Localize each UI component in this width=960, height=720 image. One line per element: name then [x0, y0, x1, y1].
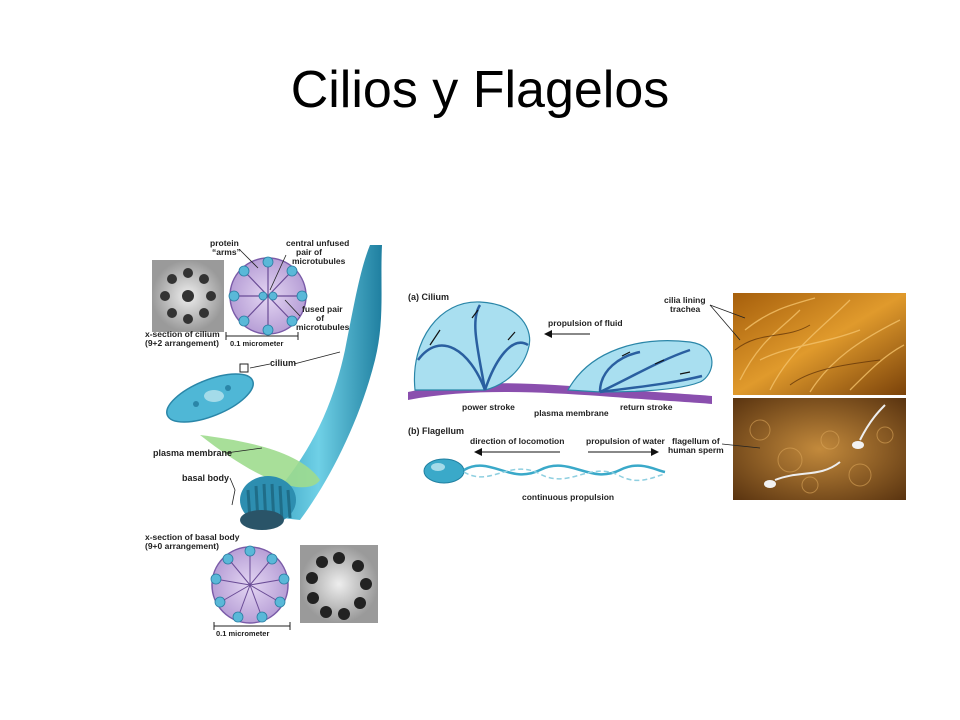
- continuous-propulsion-label: continuous propulsion: [522, 492, 614, 502]
- paramecium-illustration: [166, 363, 254, 423]
- trachea-cilia-photo: [733, 293, 906, 395]
- sperm-photo: [733, 398, 906, 500]
- panel-a-membrane-label: plasma membrane: [534, 408, 609, 418]
- trachea-cilia-label: cilia lining trachea: [664, 295, 708, 314]
- protein-arms-label: protein “arms”: [210, 238, 241, 257]
- sperm-flagellum-label: flagellum of human sperm: [668, 436, 724, 455]
- xsection-basal-label: x-section of basal body (9+0 arrangement…: [145, 532, 242, 551]
- propulsion-fluid-label: propulsion of fluid: [548, 318, 623, 328]
- xsection-cilium-label: x-section of cilium (9+2 arrangement): [145, 329, 222, 348]
- cilium-beat-panel: (a) Cilium propulsion of fluid power str…: [408, 292, 713, 418]
- em-basal-body-cross-section: [300, 545, 378, 623]
- propulsion-water-label: propulsion of water: [586, 436, 666, 446]
- direction-locomotion-label: direction of locomotion: [470, 436, 564, 446]
- cilium-shaft-illustration: [200, 245, 382, 530]
- scale-bar-bottom-label: 0.1 micrometer: [216, 629, 269, 638]
- cilium-cross-section-diagram: [228, 256, 308, 336]
- basal-body-cross-section-diagram: [210, 545, 290, 624]
- plasma-membrane-label: plasma membrane: [153, 448, 232, 458]
- flagellum-panel: (b) Flagellum direction of locomotion pr…: [408, 426, 666, 502]
- panel-b-heading: (b) Flagellum: [408, 426, 464, 436]
- central-pair-label: central unfused pair of microtubules: [286, 238, 352, 266]
- em-cilium-cross-section: [152, 260, 224, 332]
- basal-body-label: basal body: [182, 473, 229, 483]
- panel-a-heading: (a) Cilium: [408, 292, 449, 302]
- cilium-structure-figure: protein “arms” central unfused pair of m…: [145, 238, 382, 638]
- power-stroke-label: power stroke: [462, 402, 515, 412]
- return-stroke-label: return stroke: [620, 402, 673, 412]
- fused-pair-label: fused pair of microtubules: [296, 304, 350, 332]
- cilium-label: cilium: [270, 358, 296, 368]
- scale-bar-top-label: 0.1 micrometer: [230, 339, 283, 348]
- slide-title: Cilios y Flagelos: [290, 61, 670, 119]
